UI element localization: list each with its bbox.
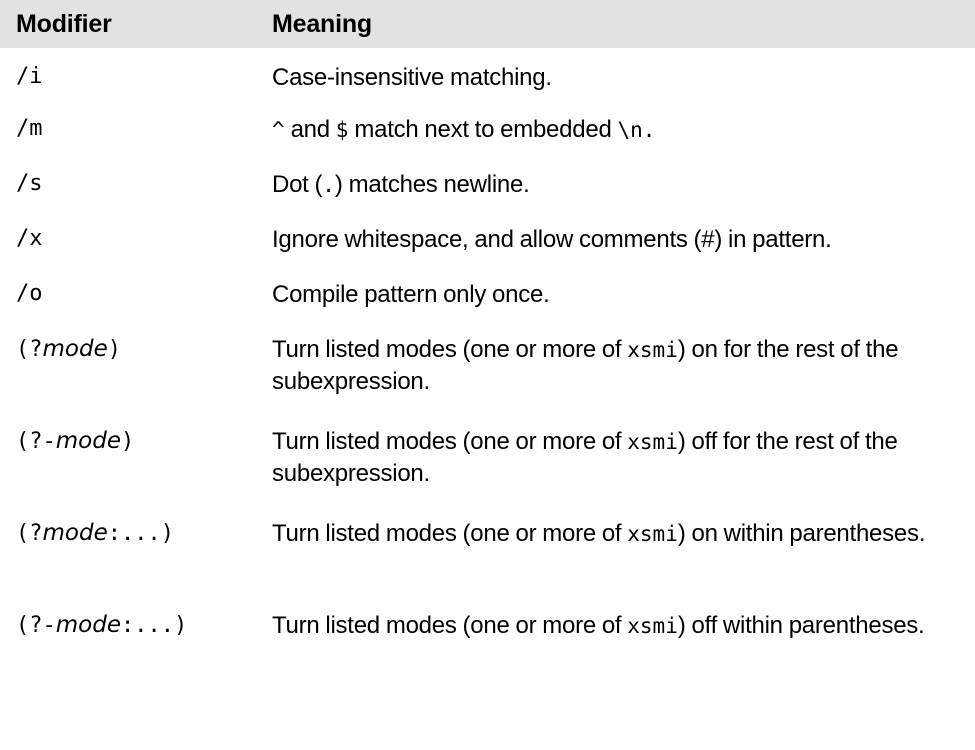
modifier-token: /x (16, 224, 43, 254)
meaning-text: Dot (.) matches newline. (272, 169, 951, 201)
modifier-literal: /s (16, 171, 43, 196)
modifier-token: (?-mode:...) (16, 610, 187, 641)
inline-code: ^ (272, 118, 285, 142)
cell-modifier: /i (0, 48, 266, 103)
table-row: /i Case-insensitive matching. (0, 48, 975, 103)
modifier-placeholder-italic: mode (42, 520, 108, 546)
modifier-table: Modifier Meaning /i Case-insensitive matc… (0, 0, 975, 691)
modifier-placeholder-italic: mode (55, 428, 121, 454)
modifier-literal: /x (16, 226, 43, 251)
modifier-literal: :...) (120, 613, 188, 638)
table-row: (?mode) Turn listed modes (one or more of… (0, 323, 975, 415)
cell-modifier: (?-mode) (0, 415, 266, 507)
prose-text: ) off for the rest of the subexpression. (272, 428, 898, 487)
table-row: /m ^ and $ match next to embedded \n. (0, 103, 975, 158)
meaning-text: Case-insensitive matching. (272, 62, 951, 93)
inline-code: xsmi (627, 522, 678, 546)
modifier-literal: /m (16, 116, 43, 141)
prose-text: ) off within parentheses. (677, 612, 925, 639)
table-row: /x Ignore whitespace, and allow comments … (0, 213, 975, 268)
modifier-literal: /o (16, 281, 43, 306)
cell-modifier: /x (0, 213, 266, 268)
meaning-text: Turn listed modes (one or more of xsmi) … (272, 426, 951, 489)
modifier-token: /i (16, 62, 43, 92)
inline-code: \n. (617, 118, 656, 142)
meaning-text: Turn listed modes (one or more of xsmi) … (272, 334, 951, 397)
prose-text: match next to embedded (348, 116, 618, 143)
inline-code: xsmi (627, 430, 678, 454)
cell-meaning: Ignore whitespace, and allow comments (#… (266, 213, 975, 268)
modifier-placeholder-italic: mode (42, 336, 108, 362)
table-header: Modifier Meaning (0, 0, 975, 48)
column-header-meaning: Meaning (272, 10, 372, 38)
prose-text: ) matches newline. (334, 171, 530, 198)
table-header-row: Modifier Meaning (0, 0, 975, 48)
table-row: (?-mode) Turn listed modes (one or more o… (0, 415, 975, 507)
prose-text: ) on within parentheses. (677, 520, 926, 547)
table-row: /o Compile pattern only once. (0, 268, 975, 323)
cell-meaning: Turn listed modes (one or more of xsmi) … (266, 507, 975, 599)
cell-modifier: /m (0, 103, 266, 158)
prose-text: Compile pattern only once. (272, 281, 550, 308)
meaning-text: Compile pattern only once. (272, 279, 951, 310)
prose-text: ) on for the rest of the subexpression. (272, 336, 899, 395)
table-row: /s Dot (.) matches newline. (0, 158, 975, 213)
cell-modifier: /s (0, 158, 266, 213)
modifier-token: (?mode:...) (16, 518, 174, 549)
prose-text: Dot ( (272, 171, 323, 198)
table-row: (?mode:...) Turn listed modes (one or mor… (0, 507, 975, 599)
modifier-literal: ) (107, 337, 121, 362)
prose-text: Turn listed modes (one or more of (272, 520, 628, 547)
modifier-token: /m (16, 114, 43, 144)
prose-text: Turn listed modes (one or more of (272, 428, 628, 455)
modifier-literal: (? (16, 521, 43, 546)
prose-text: Case-insensitive matching. (272, 64, 552, 91)
modifier-placeholder-italic: mode (55, 612, 121, 638)
cell-meaning: Compile pattern only once. (266, 268, 975, 323)
cell-meaning: Turn listed modes (one or more of xsmi) … (266, 599, 975, 691)
cell-meaning: ^ and $ match next to embedded \n. (266, 103, 975, 158)
modifier-literal: (? (16, 337, 43, 362)
cell-meaning: Turn listed modes (one or more of xsmi) … (266, 415, 975, 507)
modifier-literal: ) (120, 429, 135, 454)
inline-code: xsmi (627, 614, 678, 638)
cell-modifier: (?mode) (0, 323, 266, 415)
inline-code: $ (335, 118, 349, 142)
modifier-literal: (?- (16, 429, 56, 454)
modifier-literal: /i (16, 64, 43, 89)
modifier-literal: :...) (107, 521, 174, 546)
cell-modifier: (?-mode:...) (0, 599, 266, 691)
modifier-literal: (?- (16, 613, 56, 638)
prose-text: Ignore whitespace, and allow comments (#… (272, 226, 832, 253)
cell-meaning: Dot (.) matches newline. (266, 158, 975, 213)
inline-code: . (322, 173, 335, 197)
cell-modifier: (?mode:...) (0, 507, 266, 599)
prose-text: Turn listed modes (one or more of (272, 336, 628, 363)
table-row: (?-mode:...) Turn listed modes (one or mo… (0, 599, 975, 691)
prose-text: Turn listed modes (one or more of (272, 612, 628, 639)
meaning-text: Turn listed modes (one or more of xsmi) … (272, 610, 951, 642)
prose-text: and (284, 116, 336, 143)
modifier-token: /o (16, 279, 43, 309)
cell-meaning: Case-insensitive matching. (266, 48, 975, 103)
cell-meaning: Turn listed modes (one or more of xsmi) … (266, 323, 975, 415)
modifier-token: /s (16, 169, 43, 199)
cell-modifier: /o (0, 268, 266, 323)
table-body: /i Case-insensitive matching. /m ^ and $ ma… (0, 48, 975, 691)
modifier-token: (?-mode) (16, 426, 134, 457)
meaning-text: Turn listed modes (one or more of xsmi) … (272, 518, 951, 550)
meaning-text: ^ and $ match next to embedded \n. (272, 114, 951, 146)
inline-code: xsmi (627, 338, 678, 362)
modifier-token: (?mode) (16, 334, 121, 365)
meaning-text: Ignore whitespace, and allow comments (#… (272, 224, 951, 255)
column-header-modifier: Modifier (16, 10, 112, 38)
